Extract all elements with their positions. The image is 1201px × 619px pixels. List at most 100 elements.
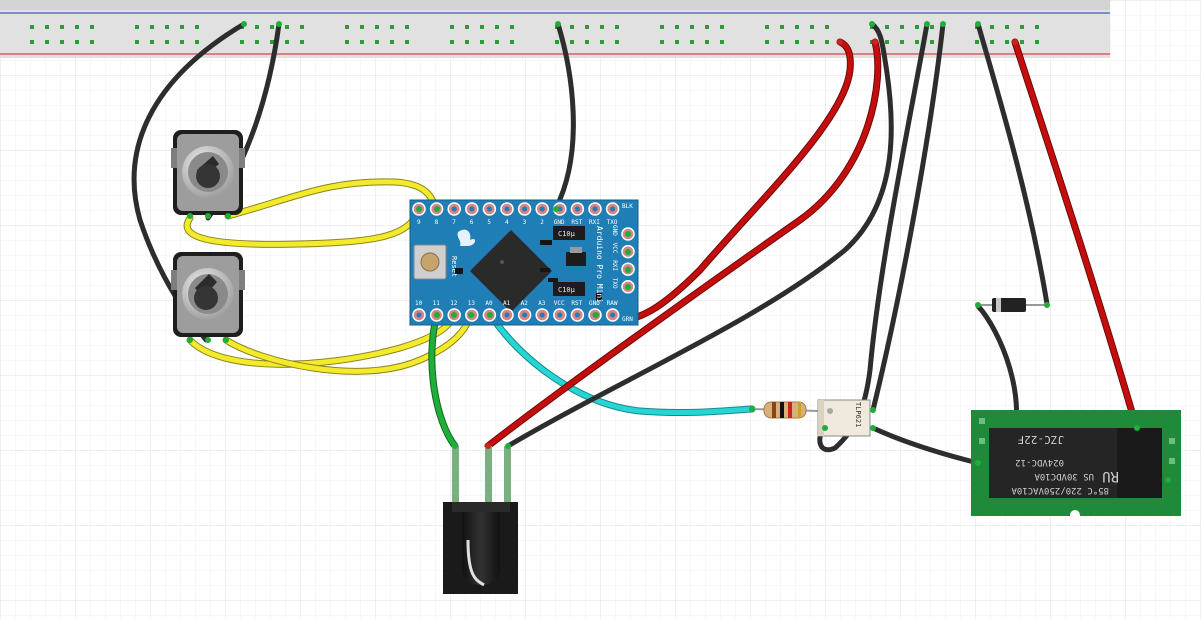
yellow-wires (183, 178, 475, 375)
optocoupler-label: TLP621 (854, 402, 862, 427)
header-pin-hole (574, 206, 580, 212)
pin-label: GND (589, 300, 600, 307)
header-pin-hole (557, 312, 563, 318)
header-pin-hole (592, 206, 598, 212)
breadboard-hole (270, 25, 274, 29)
breadboard-holes (30, 25, 1039, 44)
breadboard-hole (780, 25, 784, 29)
pin-label: 11 (433, 300, 441, 307)
pin-connected (625, 267, 631, 273)
resistor[interactable] (749, 401, 819, 419)
pin-connected (553, 206, 559, 212)
breadboard-hole (75, 40, 79, 44)
breadboard-hole (165, 25, 169, 29)
pin-connected (487, 312, 493, 318)
pin-label: RXI (611, 260, 618, 271)
capacitor-label: C10μ (558, 286, 576, 294)
diode[interactable] (975, 298, 1050, 312)
pin-label: 7 (452, 219, 456, 226)
breadboard-hole (495, 40, 499, 44)
blk-label: BLK (622, 203, 633, 210)
breadboard-hole (195, 40, 199, 44)
breadboard-hole (405, 25, 409, 29)
breadboard-hole (510, 25, 514, 29)
header-pin-hole (610, 206, 616, 212)
pin-label: 9 (417, 219, 421, 226)
breadboard-hole (270, 40, 274, 44)
breadboard-hole (150, 40, 154, 44)
breadboard-hole (510, 40, 514, 44)
breadboard-hole (585, 25, 589, 29)
breadboard-hole (480, 25, 484, 29)
breadboard-hole (690, 25, 694, 29)
breadboard-hole (300, 25, 304, 29)
potentiometer-2[interactable] (171, 252, 245, 337)
pin-connected (625, 284, 631, 290)
breadboard-hole (930, 25, 934, 29)
breadboard-hole (615, 40, 619, 44)
breadboard-hole (570, 25, 574, 29)
arduino-side-pin-row: GND VCC RXI TXO (416, 206, 635, 318)
board-name: Arduino Pro Mini (595, 226, 604, 303)
header-pin-hole (522, 312, 528, 318)
breadboard-hole (1020, 25, 1024, 29)
pin-connected (468, 312, 474, 318)
breadboard-hole (675, 25, 679, 29)
header-pin-hole (416, 312, 422, 318)
breadboard-hole (375, 40, 379, 44)
breadboard-hole (135, 25, 139, 29)
breadboard-hole (45, 25, 49, 29)
pin-label: 13 (468, 300, 476, 307)
breadboard-hole (60, 40, 64, 44)
breadboard-hole (690, 40, 694, 44)
pin-label: GND (554, 219, 565, 226)
breadboard-hole (90, 25, 94, 29)
relay-spec-3: 024VDC-12 (1015, 457, 1064, 467)
breadboard-hole (585, 40, 589, 44)
breadboard-hole (975, 40, 979, 44)
breadboard-hole (1035, 40, 1039, 44)
optocoupler[interactable]: TLP621 (817, 399, 876, 437)
pin-label: TXO (607, 219, 618, 226)
capacitor (553, 226, 585, 240)
breadboard-hole (255, 40, 259, 44)
breadboard-hole (795, 40, 799, 44)
breadboard-hole (405, 40, 409, 44)
breadboard-hole (765, 25, 769, 29)
breadboard-hole (390, 25, 394, 29)
breadboard-hole (240, 40, 244, 44)
breadboard-hole (810, 25, 814, 29)
pin-label: GND (611, 225, 618, 236)
breadboard-hole (375, 25, 379, 29)
breadboard-hole (555, 40, 559, 44)
breadboard-hole (825, 25, 829, 29)
breadboard-hole (930, 40, 934, 44)
relay-module[interactable]: 85°C 220/250VAC10A US 30VDC10A 024VDC-12… (971, 410, 1181, 520)
ir-receiver[interactable] (443, 443, 518, 594)
header-pin-hole (539, 206, 545, 212)
breadboard-hole (180, 40, 184, 44)
breadboard-hole (450, 25, 454, 29)
breadboard-hole (480, 40, 484, 44)
pin-label: 12 (450, 300, 458, 307)
grn-label: GRN (622, 316, 633, 323)
breadboard-hole (135, 40, 139, 44)
pin-connected (434, 206, 440, 212)
header-pin-hole (451, 206, 457, 212)
pin-label: A3 (538, 300, 546, 307)
breadboard-hole (30, 25, 34, 29)
relay-spec-1: 85°C 220/250VAC10A (1011, 485, 1109, 495)
potentiometer-1[interactable] (171, 130, 245, 215)
breadboard-hole (915, 25, 919, 29)
breadboard-hole (285, 40, 289, 44)
breadboard-hole (825, 40, 829, 44)
breadboard-hole (285, 25, 289, 29)
breadboard-hole (60, 25, 64, 29)
pin-label: VCC (554, 300, 565, 307)
voltage-regulator (566, 252, 586, 266)
breadboard-hole (780, 40, 784, 44)
pin-connected (593, 312, 599, 318)
